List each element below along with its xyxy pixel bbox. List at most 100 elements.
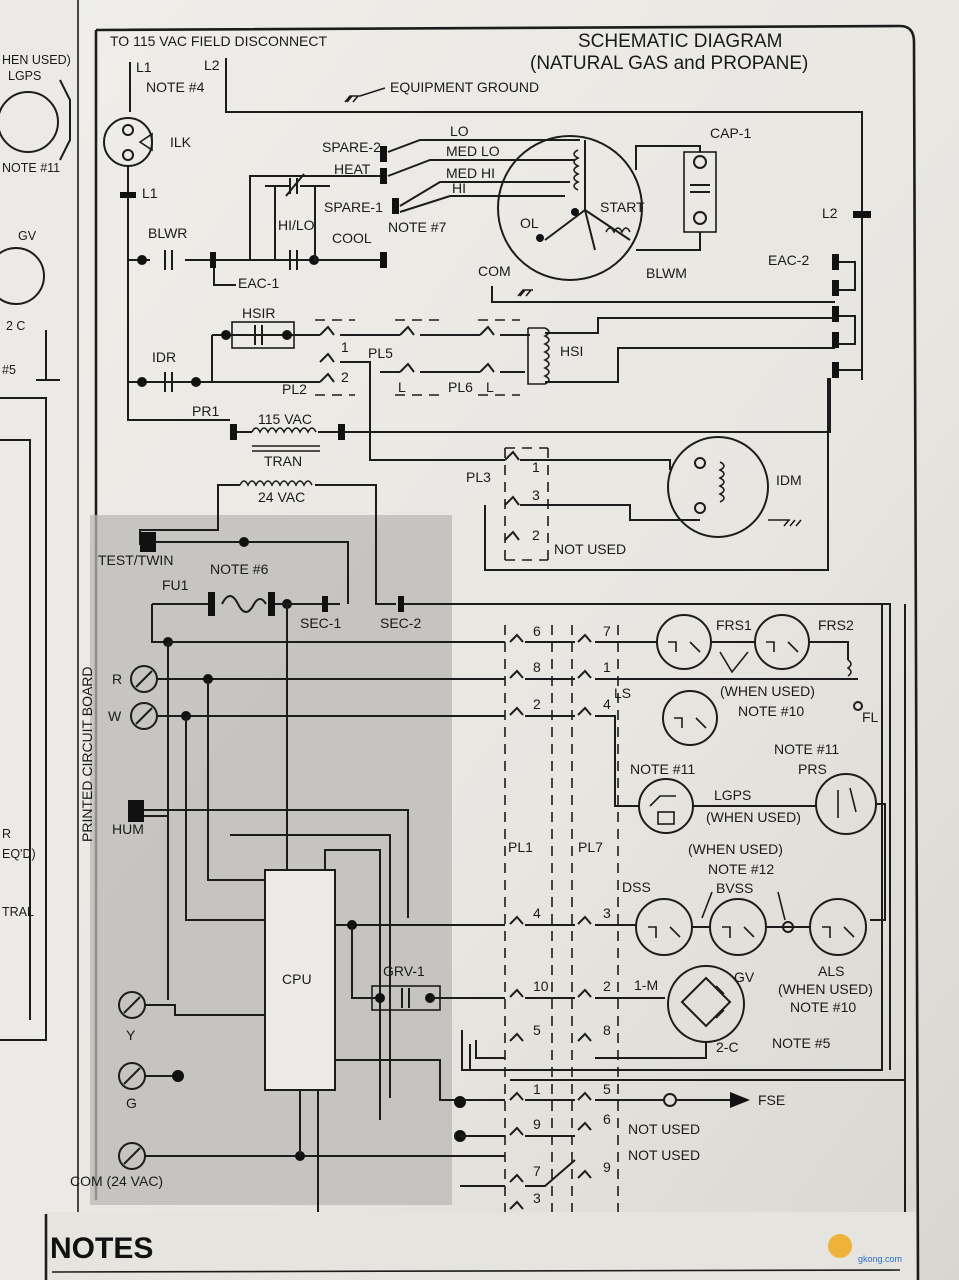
ol-label: OL (520, 215, 539, 231)
l1-lower-label: L1 (142, 185, 158, 201)
notes-rule (51, 1269, 901, 1273)
cap1-terminal-top (693, 155, 707, 169)
watermark-text: gkong.com (858, 1254, 902, 1264)
pl1-connector-outline (504, 625, 553, 1240)
cool-label: COOL (332, 230, 372, 246)
medlo-label: MED LO (446, 143, 500, 159)
left-sheet-wires (0, 330, 60, 1041)
gkong-logo-icon (828, 1234, 852, 1258)
motor-coil-icon (573, 149, 580, 191)
adjacent-sheet (0, 0, 80, 1280)
pl7-pin-chevron (577, 915, 592, 925)
inducer-motor-symbol (667, 436, 769, 538)
com-label: COM (478, 263, 511, 279)
ilk-arrow-icon (138, 132, 153, 152)
pr1-terminal-right (338, 424, 345, 440)
plug-outlines (315, 319, 520, 396)
pl6-pin-l: L (486, 379, 494, 395)
grv1-label: GRV-1 (383, 963, 425, 979)
fse-arrow-icon (730, 1092, 750, 1108)
rollout-contacts-icon (648, 926, 855, 938)
gv-label: GV (734, 969, 755, 985)
heat-label: HEAT (334, 161, 371, 177)
hsi-wire-1 (340, 325, 530, 336)
pl7-pin-9: 9 (603, 1159, 611, 1175)
spare1-label: SPARE-1 (324, 199, 383, 215)
pl7-pin-8: 8 (603, 1022, 611, 1038)
blwr-terminal (210, 252, 216, 268)
pl1-pin-chevron (509, 915, 524, 925)
hilo-label: HI/LO (278, 217, 315, 233)
left-lgps-wire (59, 79, 71, 161)
when-used-c: (WHEN USED) (688, 841, 783, 857)
sec2-terminal (398, 596, 404, 612)
pcb-label: PRINTED CIRCUIT BOARD (79, 666, 95, 842)
pl7-pin-chevron (577, 1091, 592, 1101)
test-twin-terminal (140, 532, 156, 552)
lgps-diaphragm-icon (657, 811, 675, 825)
motor-windings (544, 140, 631, 251)
idm-feed-wire (520, 459, 671, 470)
test-twin-wire (156, 541, 349, 590)
dss-label: DSS (622, 879, 651, 895)
pl1-pin-chevron (509, 669, 524, 679)
board-vertical-wires (167, 642, 265, 1000)
hsi-element-icon (543, 327, 550, 385)
pl1-pin-4: 4 (533, 905, 541, 921)
hilo-no-contact-icon (289, 250, 298, 270)
y-terminal-label: Y (126, 1027, 136, 1043)
inducer-feed-wire (340, 361, 505, 461)
pl3-plug-outline (504, 447, 549, 561)
two-c-label: 2-C (716, 1039, 739, 1055)
pl7-pin-chevron (577, 706, 592, 716)
fu1-terminal-left (208, 592, 215, 616)
pl1-pin-chevron (509, 1126, 524, 1136)
notes-footer (46, 1212, 916, 1280)
hsi-label: HSI (560, 343, 583, 359)
pl7-pin-chevron (577, 1032, 592, 1042)
secondary-right-wire (315, 484, 396, 605)
pl7-pin-7: 7 (603, 623, 611, 639)
hsi-frame (527, 327, 545, 385)
when-used-d: (WHEN USED) (778, 981, 873, 997)
g-screw-slot-icon (123, 1067, 141, 1085)
l2-right-label: L2 (822, 205, 838, 221)
grv1-node-left (375, 993, 385, 1003)
one-m-label: 1-M (634, 977, 658, 993)
when-used-a: (WHEN USED) (720, 683, 815, 699)
idm-terminal-top (694, 457, 706, 469)
field-disconnect-label: TO 115 VAC FIELD DISCONNECT (110, 33, 327, 49)
pl3-pin2: 2 (532, 527, 540, 543)
medlo-wire (387, 159, 575, 177)
lgps-label: LGPS (714, 787, 751, 803)
pl1-pin-9: 9 (533, 1116, 541, 1132)
grv-feed-wire (351, 925, 376, 999)
fl-label: FL (862, 709, 879, 725)
pl3-pin3: 3 (532, 487, 540, 503)
r-terminal-label: R (112, 671, 122, 687)
ground-symbol (344, 87, 386, 103)
hsir-node-right (282, 330, 292, 340)
pl7-pin-chevron (577, 633, 592, 643)
l1-main-wire (127, 166, 230, 421)
prs-label: PRS (798, 761, 827, 777)
ls-contact-icon (674, 717, 707, 729)
pl1-pin-chevron (509, 988, 524, 998)
pl1-pin-3: 3 (533, 1190, 541, 1206)
frs2-label: FRS2 (818, 617, 854, 633)
term-col-3 (832, 306, 839, 322)
idm-terminal-bottom (694, 502, 706, 514)
pl3-label: PL3 (466, 469, 491, 485)
lo-wire (387, 139, 580, 153)
ilk-contact-top (122, 124, 134, 136)
left-when-used: HEN USED) (2, 53, 71, 67)
ls-switch (662, 690, 718, 746)
gv-return-wire (595, 1042, 707, 1059)
frs1-contact-icon (668, 641, 701, 653)
lo-label: LO (450, 123, 469, 139)
left-2c: 2 C (6, 319, 25, 333)
frs1-label: FRS1 (716, 617, 752, 633)
pl1-label: PL1 (508, 839, 533, 855)
medhi-label: MED HI (446, 165, 495, 181)
